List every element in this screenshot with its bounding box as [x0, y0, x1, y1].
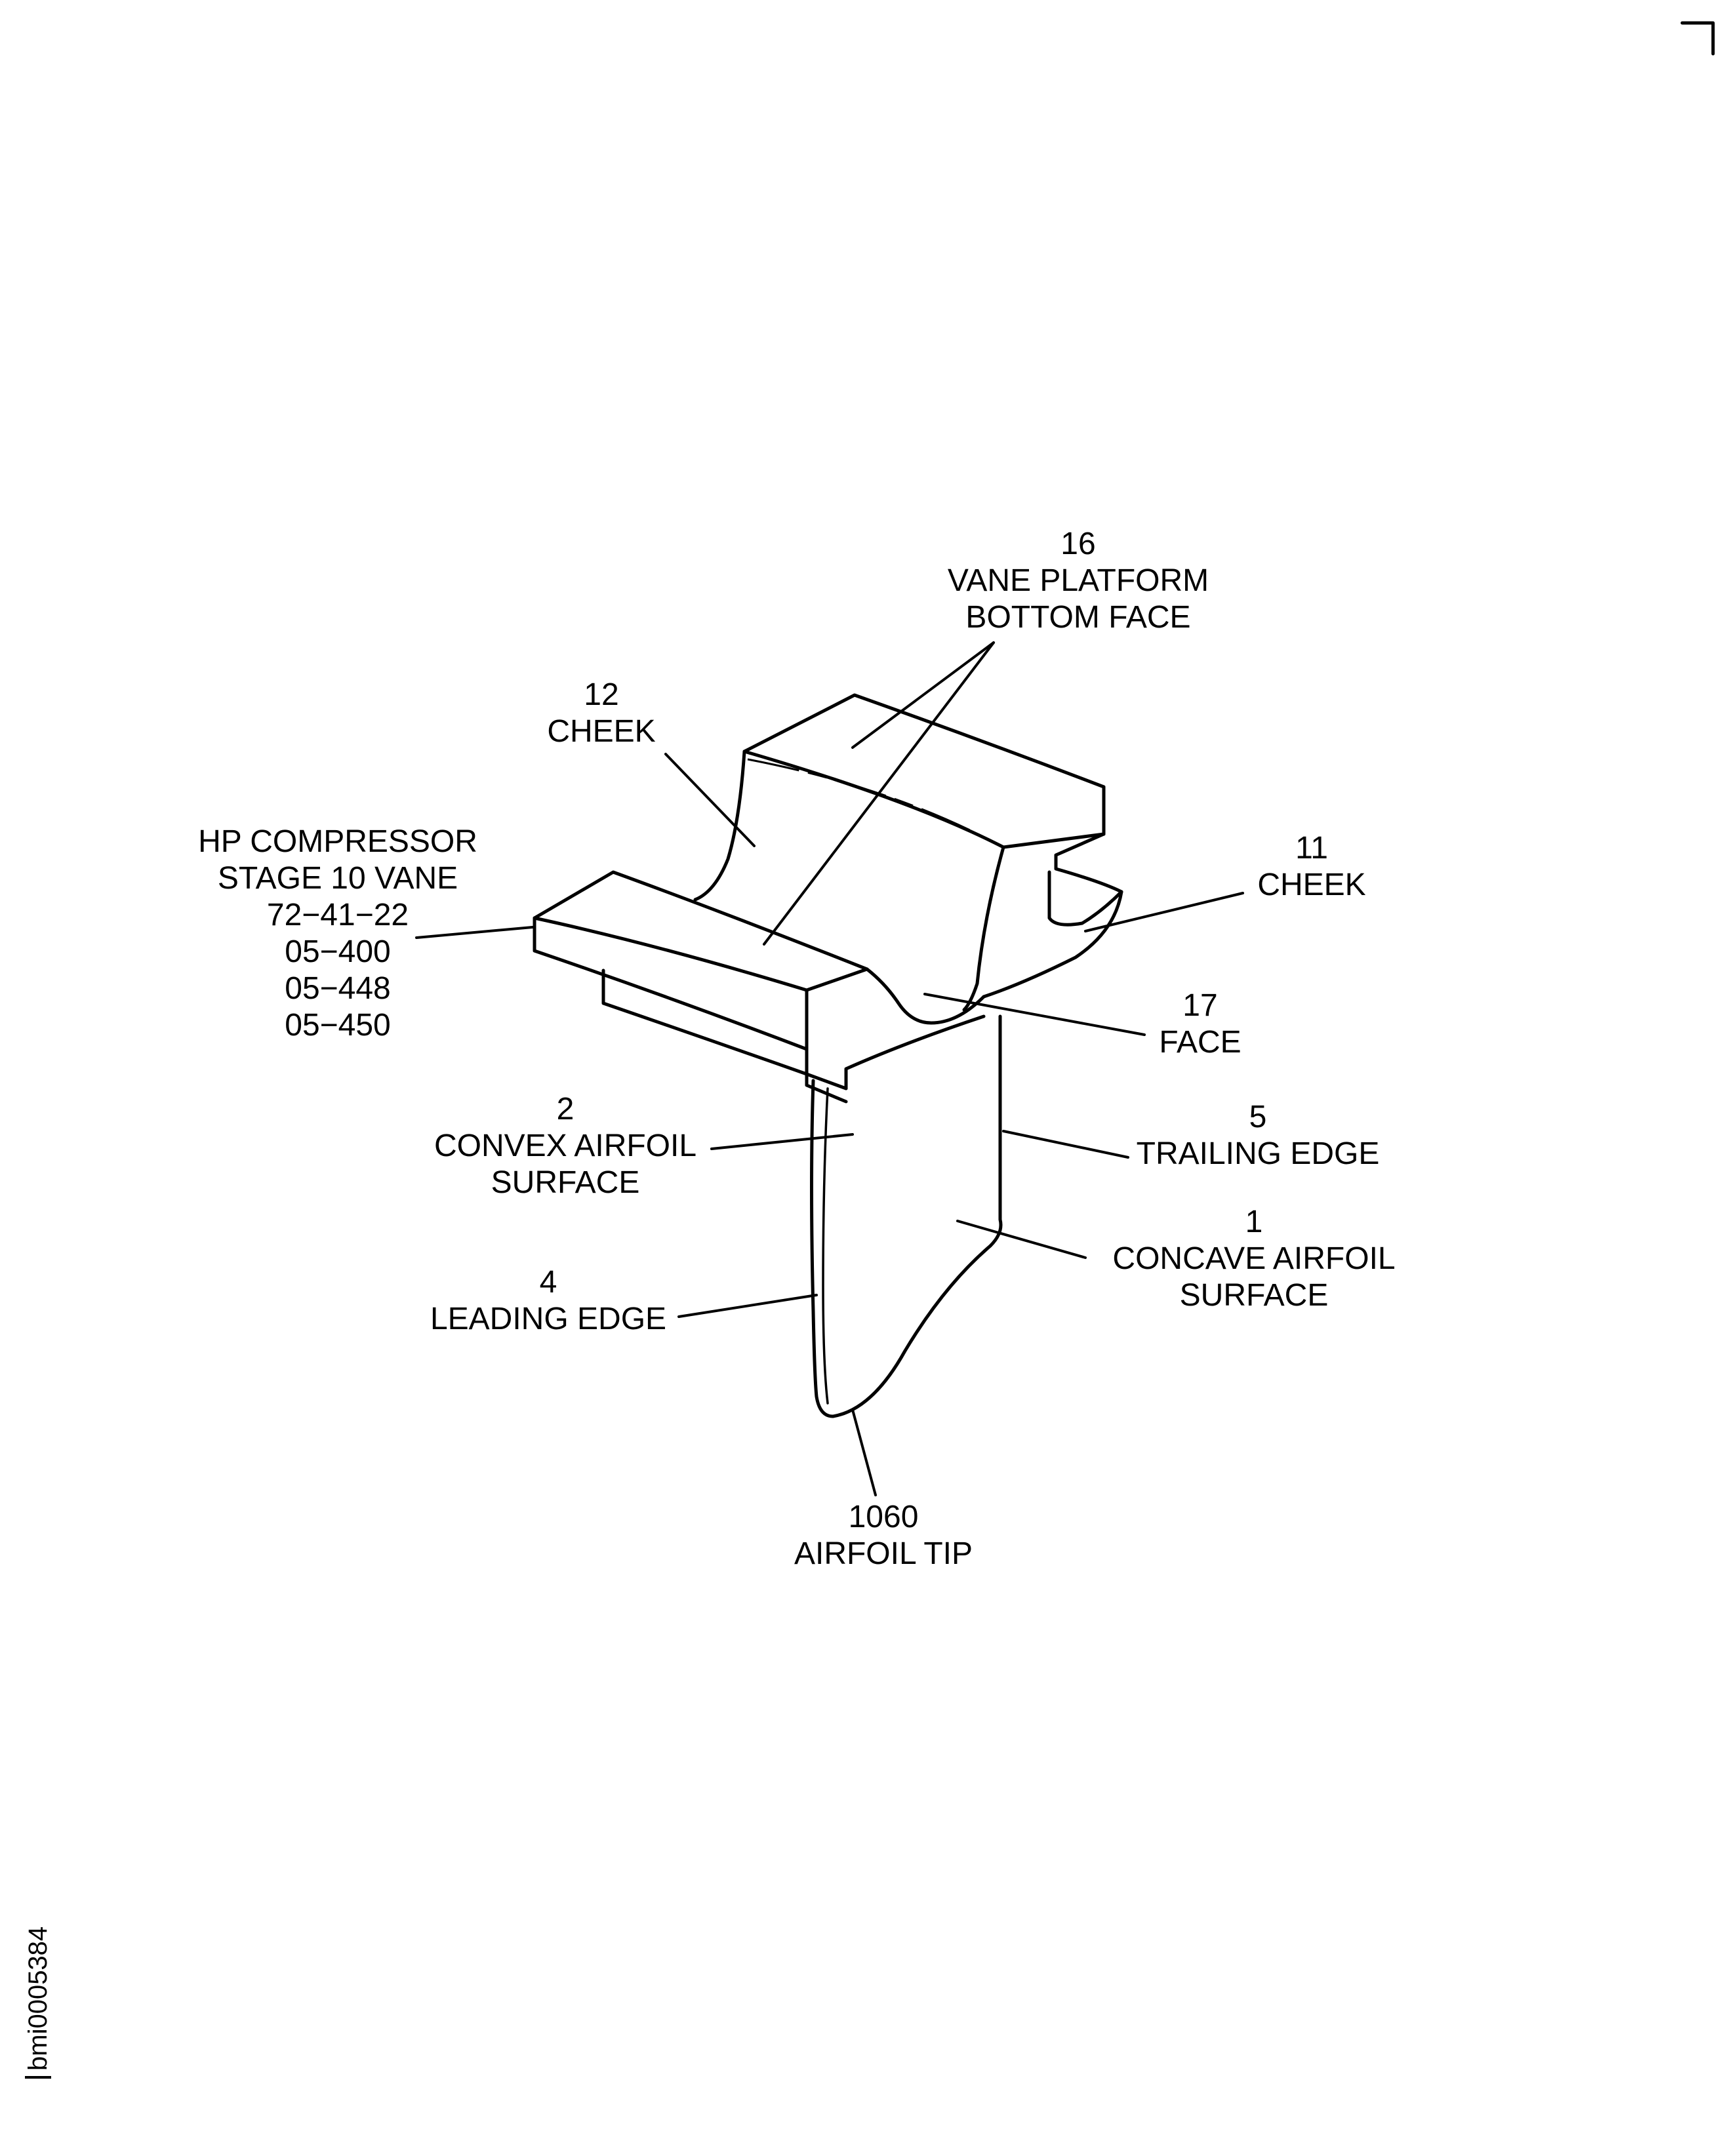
part-id-line: 05−400	[285, 934, 391, 969]
leader-4	[677, 1294, 818, 1318]
leader-17	[923, 993, 1146, 1036]
callout-part-id: HP COMPRESSOR STAGE 10 VANE 72−41−22 05−…	[198, 824, 477, 1044]
leader-1060	[851, 1408, 877, 1496]
leader-part-id	[415, 926, 534, 939]
part-id-line: 05−448	[285, 971, 391, 1006]
callout-number: 2	[556, 1092, 575, 1127]
callout-text: BOTTOM FACE	[965, 600, 1191, 635]
corner-crop-mark	[1680, 21, 1715, 56]
callout-number: 1	[1245, 1205, 1263, 1239]
callout-text: CONVEX AIRFOIL	[434, 1128, 697, 1163]
leader-16-b	[763, 641, 995, 946]
callout-text: CHEEK	[547, 714, 656, 749]
callout-text: AIRFOIL TIP	[794, 1536, 973, 1571]
callout-text: TRAILING EDGE	[1136, 1136, 1380, 1171]
leader-11	[1084, 892, 1244, 932]
part-id-line: STAGE 10 VANE	[217, 861, 458, 896]
lower-platform-front-face	[533, 916, 809, 1051]
figure-id: bmi0005384	[24, 1926, 52, 2079]
face-17-surface	[865, 967, 986, 1025]
lower-platform-top-face	[533, 870, 869, 992]
upper-platform-front-face	[962, 845, 1005, 1012]
callout-text: SURFACE	[1179, 1278, 1329, 1313]
callout-cheek-11: 11 CHEEK	[1257, 830, 1365, 904]
callout-cheek-12: 12 CHEEK	[547, 677, 655, 750]
part-id-line: HP COMPRESSOR	[198, 824, 477, 859]
callout-number: 16	[1060, 527, 1096, 561]
callout-convex-airfoil-surface: 2 CONVEX AIRFOIL SURFACE	[434, 1091, 696, 1201]
airfoil-outline	[810, 1014, 1003, 1418]
callout-leading-edge: 4 LEADING EDGE	[430, 1264, 666, 1338]
leader-2	[710, 1133, 854, 1150]
callout-number: 12	[584, 677, 619, 712]
part-id-line: 72−41−22	[266, 898, 409, 932]
callout-text: VANE PLATFORM	[947, 563, 1209, 598]
callout-number: 5	[1249, 1100, 1267, 1134]
callout-text: CHEEK	[1257, 868, 1366, 902]
cheek-12-surface	[693, 749, 746, 902]
cheek-11-lower-face	[982, 890, 1123, 999]
callout-text: SURFACE	[491, 1165, 640, 1200]
leader-16-a	[851, 641, 995, 749]
callout-number: 1060	[848, 1500, 919, 1534]
callout-text: LEADING EDGE	[430, 1302, 667, 1336]
leading-edge-line	[822, 1087, 829, 1405]
cheek-11-slot	[1047, 832, 1123, 927]
callout-vane-platform-bottom-face: 16 VANE PLATFORM BOTTOM FACE	[948, 526, 1209, 636]
leader-5	[1002, 1130, 1129, 1159]
platform-bottom-face-edge	[747, 758, 1004, 849]
callout-number: 11	[1295, 831, 1328, 866]
callout-number: 17	[1182, 988, 1218, 1023]
lower-platform-ledge	[601, 969, 848, 1090]
part-id-line: 05−450	[285, 1008, 391, 1043]
callout-text: FACE	[1159, 1025, 1241, 1060]
callout-number: 4	[539, 1265, 557, 1300]
platform-right-drop	[805, 1047, 848, 1104]
callout-face-17: 17 FACE	[1159, 988, 1241, 1061]
leader-12	[664, 753, 756, 847]
platform-base-edge	[844, 1014, 986, 1090]
callout-concave-airfoil-surface: 1 CONCAVE AIRFOIL SURFACE	[1112, 1204, 1395, 1314]
leader-1	[956, 1220, 1087, 1259]
callout-text: CONCAVE AIRFOIL	[1112, 1241, 1396, 1276]
callout-airfoil-tip: 1060 AIRFOIL TIP	[794, 1499, 973, 1572]
callout-trailing-edge: 5 TRAILING EDGE	[1137, 1099, 1380, 1172]
